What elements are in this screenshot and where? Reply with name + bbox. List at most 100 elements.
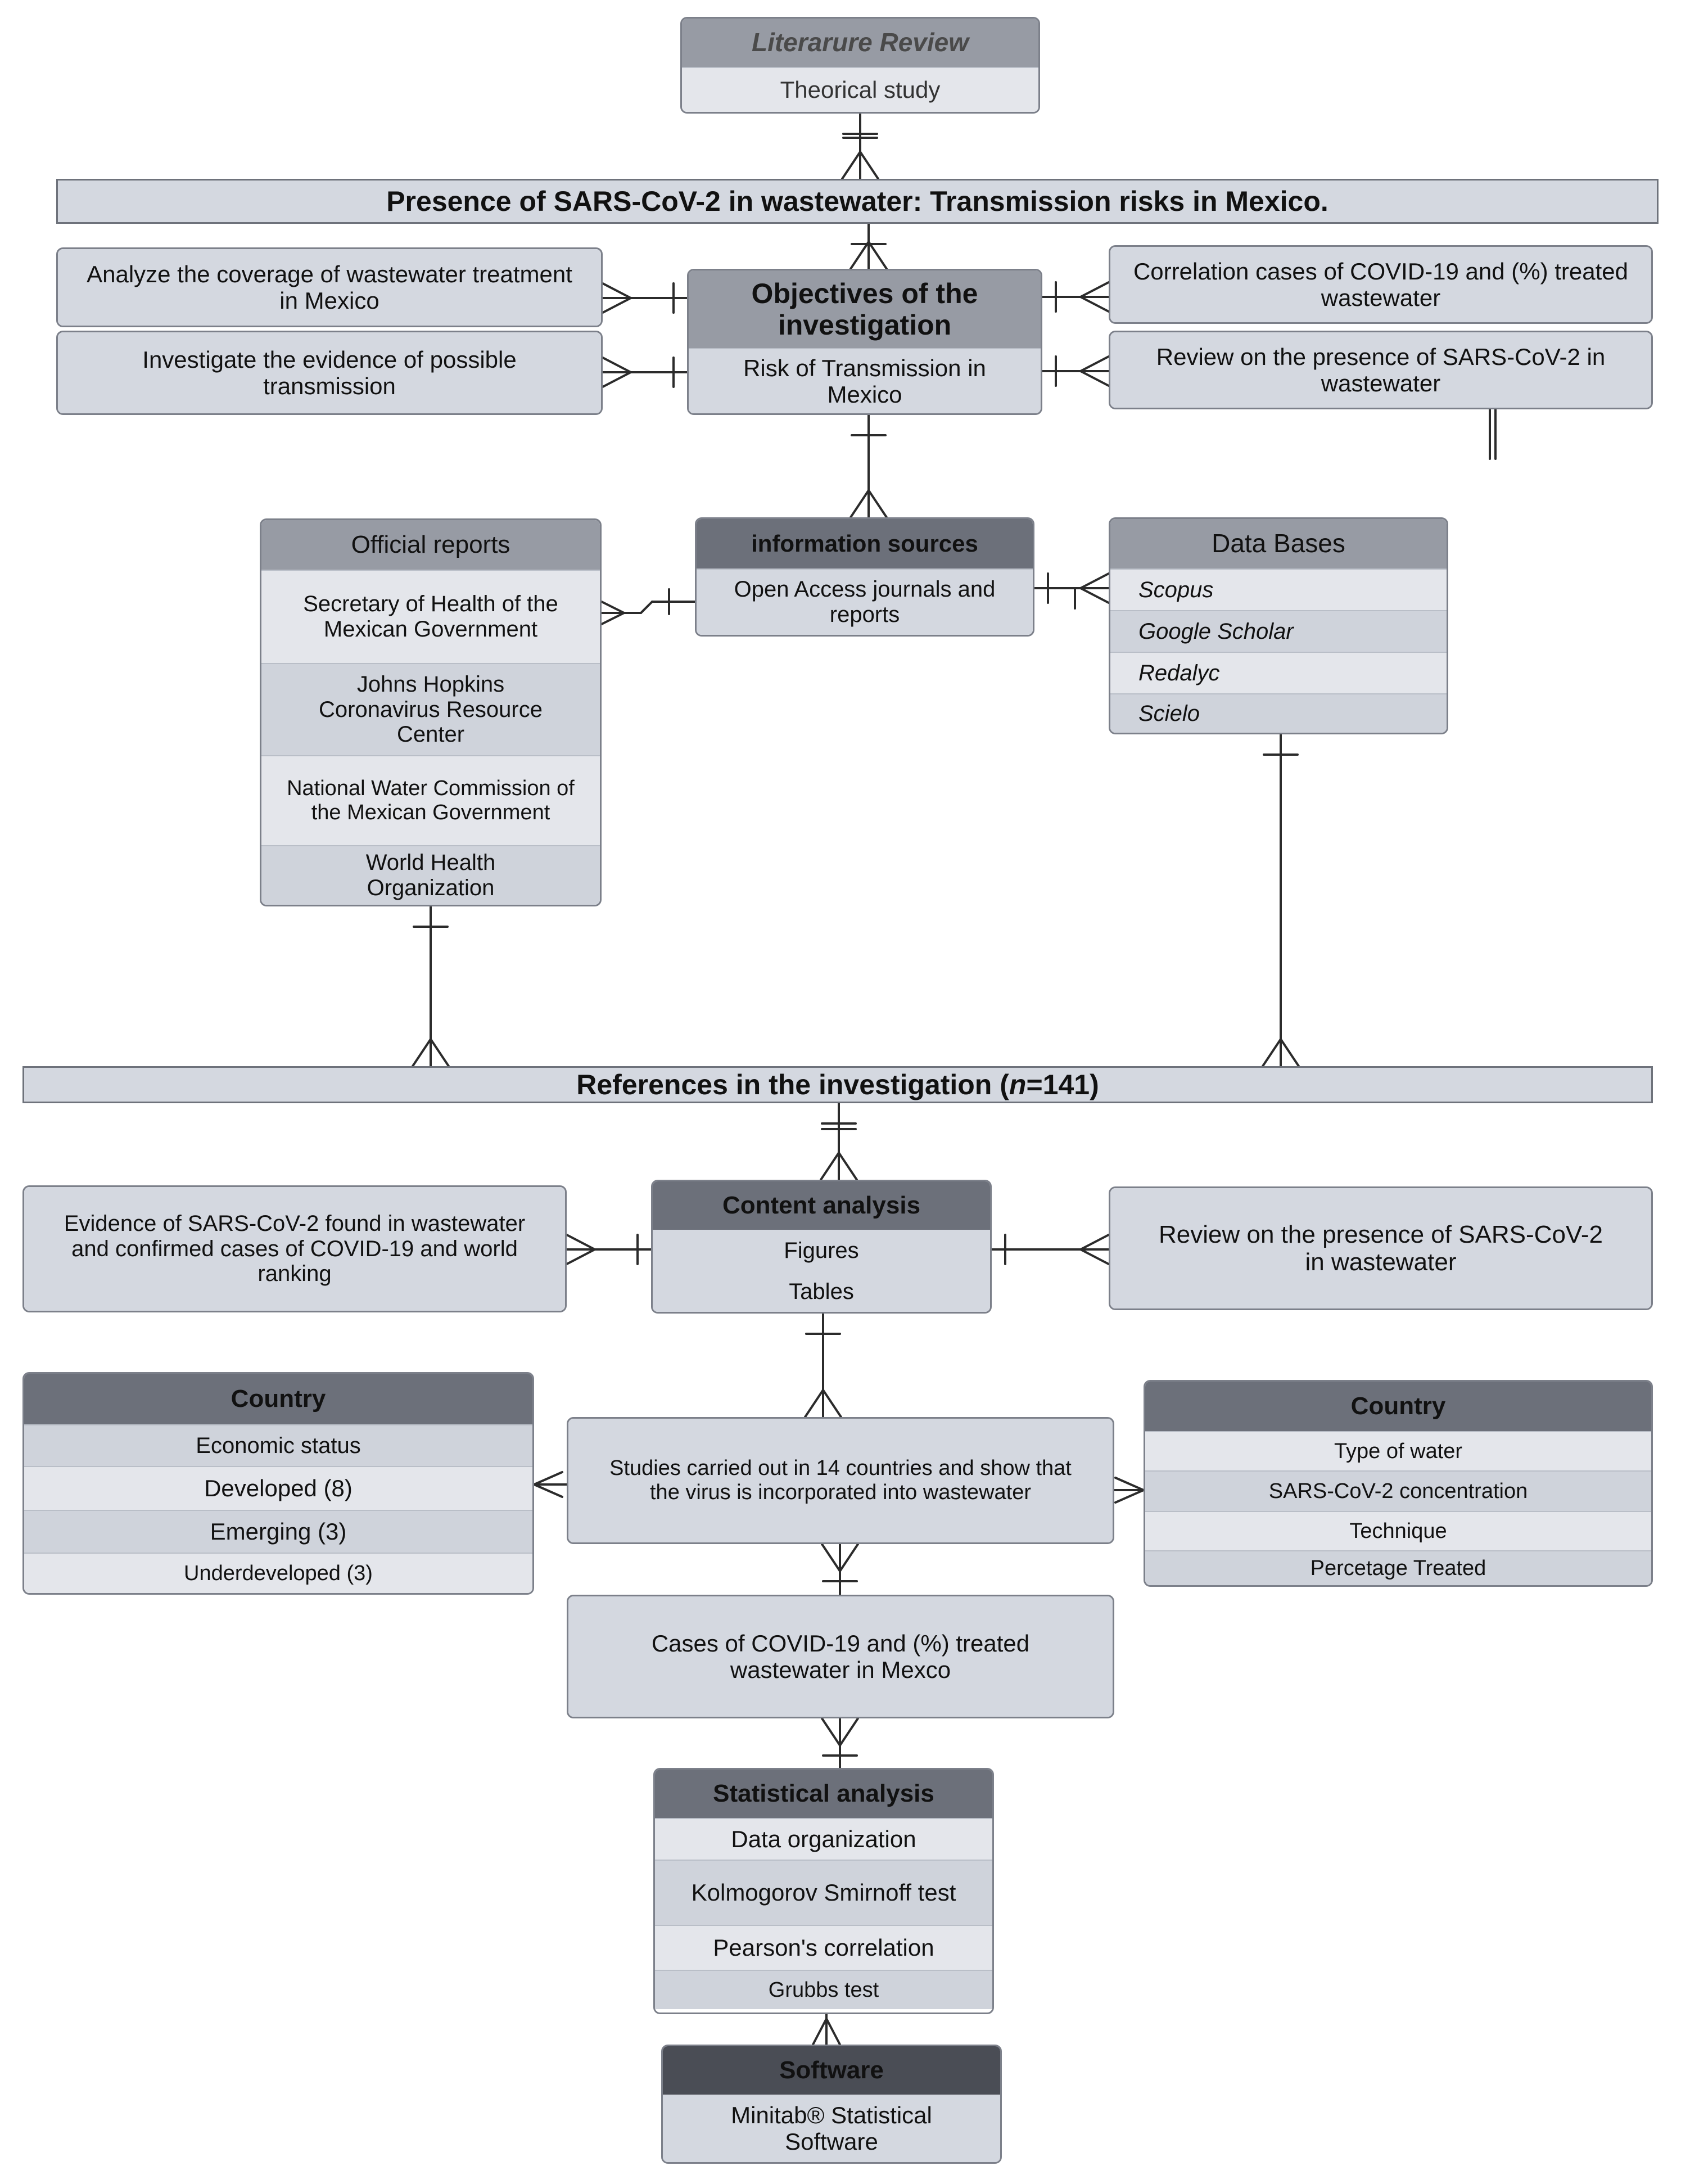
crows-foot-mark bbox=[1079, 370, 1110, 387]
objective-correlation-text: Correlation cases of COVID-19 and (%) tr… bbox=[1110, 247, 1651, 322]
crows-foot-mark bbox=[849, 489, 870, 518]
references-prefix: References in the investigation ( bbox=[576, 1069, 1009, 1100]
statistical-analysis-item: Grubbs test bbox=[655, 1970, 992, 2009]
crows-foot-mark bbox=[821, 1543, 841, 1572]
objectives-body: Risk of Transmission in Mexico bbox=[689, 348, 1041, 413]
crows-foot-mark bbox=[566, 1234, 596, 1251]
crows-foot-mark bbox=[838, 1152, 858, 1181]
crows-foot-mark bbox=[533, 1483, 563, 1498]
statistical-analysis-item: Pearson's correlation bbox=[655, 1925, 992, 1970]
databases-box: Data Bases Scopus Google Scholar Redalyc… bbox=[1109, 517, 1448, 734]
country-economic-title: Country bbox=[24, 1374, 532, 1424]
crows-foot-mark bbox=[867, 489, 888, 518]
crows-foot-mark bbox=[1262, 1038, 1282, 1067]
objectives-title: Objectives of the investigation bbox=[689, 270, 1041, 348]
statistical-analysis-item: Kolmogorov Smirnoff test bbox=[655, 1860, 992, 1925]
main-title-banner: Presence of SARS-CoV-2 in wastewater: Tr… bbox=[56, 179, 1659, 224]
objective-coverage-box: Analyze the coverage of wastewater treat… bbox=[56, 247, 603, 327]
crows-foot-mark bbox=[859, 151, 879, 180]
objective-transmission-box: Investigate the evidence of possible tra… bbox=[56, 331, 603, 415]
cases-box: Cases of COVID-19 and (%) treated wastew… bbox=[567, 1595, 1114, 1718]
statistical-analysis-item: Data organization bbox=[655, 1818, 992, 1860]
content-analysis-title: Content analysis bbox=[653, 1181, 990, 1230]
crows-foot-mark bbox=[867, 241, 888, 270]
crows-foot-mark bbox=[1079, 281, 1110, 298]
crows-foot-mark bbox=[602, 371, 632, 388]
information-sources-title: information sources bbox=[697, 519, 1033, 568]
country-water-item: Percetage Treated bbox=[1145, 1550, 1651, 1585]
crows-foot-mark bbox=[804, 1389, 824, 1418]
official-report-item: World Health Organization bbox=[261, 845, 600, 905]
information-sources-box: information sources Open Access journals… bbox=[695, 517, 1034, 637]
crows-foot-mark bbox=[533, 1471, 563, 1486]
objectives-box: Objectives of the investigation Risk of … bbox=[687, 269, 1042, 415]
crows-foot-mark bbox=[821, 1717, 841, 1747]
database-item: Google Scholar bbox=[1110, 610, 1447, 652]
review-box: Review on the presence of SARS-CoV-2 in … bbox=[1109, 1186, 1653, 1310]
literature-review-box: Literarure Review Theorical study bbox=[680, 17, 1040, 114]
objective-correlation-box: Correlation cases of COVID-19 and (%) tr… bbox=[1109, 245, 1653, 324]
country-water-item: Type of water bbox=[1145, 1431, 1651, 1470]
country-economic-item: Emerging (3) bbox=[24, 1510, 532, 1553]
crows-foot-mark bbox=[812, 2018, 828, 2046]
review-text: Review on the presence of SARS-CoV-2 in … bbox=[1110, 1188, 1651, 1308]
information-sources-body: Open Access journals and reports bbox=[697, 568, 1033, 635]
crows-foot-mark bbox=[1280, 1038, 1300, 1067]
crows-foot-mark bbox=[430, 1038, 450, 1067]
database-item: Scopus bbox=[1110, 568, 1447, 610]
crows-foot-mark bbox=[600, 612, 625, 625]
crows-foot-mark bbox=[412, 1038, 432, 1067]
crows-foot-mark bbox=[839, 1717, 859, 1747]
references-n: n bbox=[1009, 1069, 1027, 1100]
crows-foot-mark bbox=[600, 601, 625, 614]
content-analysis-box: Content analysis Figures Tables bbox=[651, 1180, 992, 1314]
official-reports-title: Official reports bbox=[261, 520, 600, 570]
country-economic-box: Country Economic status Developed (8) Em… bbox=[22, 1372, 534, 1595]
crows-foot-mark bbox=[1114, 1477, 1145, 1491]
literature-review-title: Literarure Review bbox=[682, 19, 1038, 67]
crows-foot-mark bbox=[1079, 572, 1110, 589]
crows-foot-mark bbox=[1079, 355, 1110, 372]
software-box: Software Minitab® Statistical Software bbox=[661, 2045, 1002, 2164]
software-title: Software bbox=[663, 2046, 1000, 2095]
crows-foot-mark bbox=[602, 297, 632, 314]
references-suffix: =141) bbox=[1026, 1069, 1099, 1100]
country-economic-item: Underdeveloped (3) bbox=[24, 1553, 532, 1593]
crows-foot-mark bbox=[1079, 587, 1110, 604]
evidence-text: Evidence of SARS-CoV-2 found in wastewat… bbox=[24, 1187, 565, 1311]
country-economic-item: Economic status bbox=[24, 1424, 532, 1466]
content-analysis-item: Tables bbox=[653, 1271, 990, 1312]
crows-foot-mark bbox=[839, 1543, 859, 1572]
databases-title: Data Bases bbox=[1110, 519, 1447, 568]
objective-coverage-text: Analyze the coverage of wastewater treat… bbox=[58, 249, 601, 326]
statistical-analysis-box: Statistical analysis Data organization K… bbox=[653, 1768, 994, 2014]
country-water-item: SARS-CoV-2 concentration bbox=[1145, 1470, 1651, 1511]
references-banner: References in the investigation (n =141) bbox=[22, 1066, 1653, 1103]
official-report-item: Johns Hopkins Coronavirus Resource Cente… bbox=[261, 663, 600, 755]
official-reports-box: Official reports Secretary of Health of … bbox=[260, 518, 602, 906]
objective-review-box: Review on the presence of SARS-CoV-2 in … bbox=[1109, 331, 1653, 409]
crows-foot-mark bbox=[1079, 1234, 1110, 1251]
crows-foot-mark bbox=[825, 2018, 841, 2046]
crows-foot-mark bbox=[1079, 296, 1110, 313]
official-report-item: Secretary of Health of the Mexican Gover… bbox=[261, 570, 600, 663]
crows-foot-mark bbox=[841, 151, 861, 180]
connector-line bbox=[640, 601, 653, 614]
cases-text: Cases of COVID-19 and (%) treated wastew… bbox=[568, 1596, 1113, 1717]
crows-foot-mark bbox=[1079, 1248, 1110, 1265]
country-water-box: Country Type of water SARS-CoV-2 concent… bbox=[1144, 1380, 1653, 1587]
studies-box: Studies carried out in 14 countries and … bbox=[567, 1417, 1114, 1544]
crows-foot-mark bbox=[602, 282, 632, 299]
crows-foot-mark bbox=[820, 1152, 840, 1181]
official-report-item: National Water Commission of the Mexican… bbox=[261, 755, 600, 845]
studies-text: Studies carried out in 14 countries and … bbox=[568, 1419, 1113, 1542]
crows-foot-mark bbox=[602, 357, 632, 373]
country-water-item: Technique bbox=[1145, 1511, 1651, 1550]
country-water-title: Country bbox=[1145, 1382, 1651, 1431]
crows-foot-mark bbox=[849, 241, 870, 270]
database-item: Redalyc bbox=[1110, 652, 1447, 693]
crows-foot-mark bbox=[566, 1248, 596, 1265]
literature-review-subtitle: Theorical study bbox=[682, 67, 1038, 112]
software-body: Minitab® Statistical Software bbox=[663, 2095, 1000, 2162]
